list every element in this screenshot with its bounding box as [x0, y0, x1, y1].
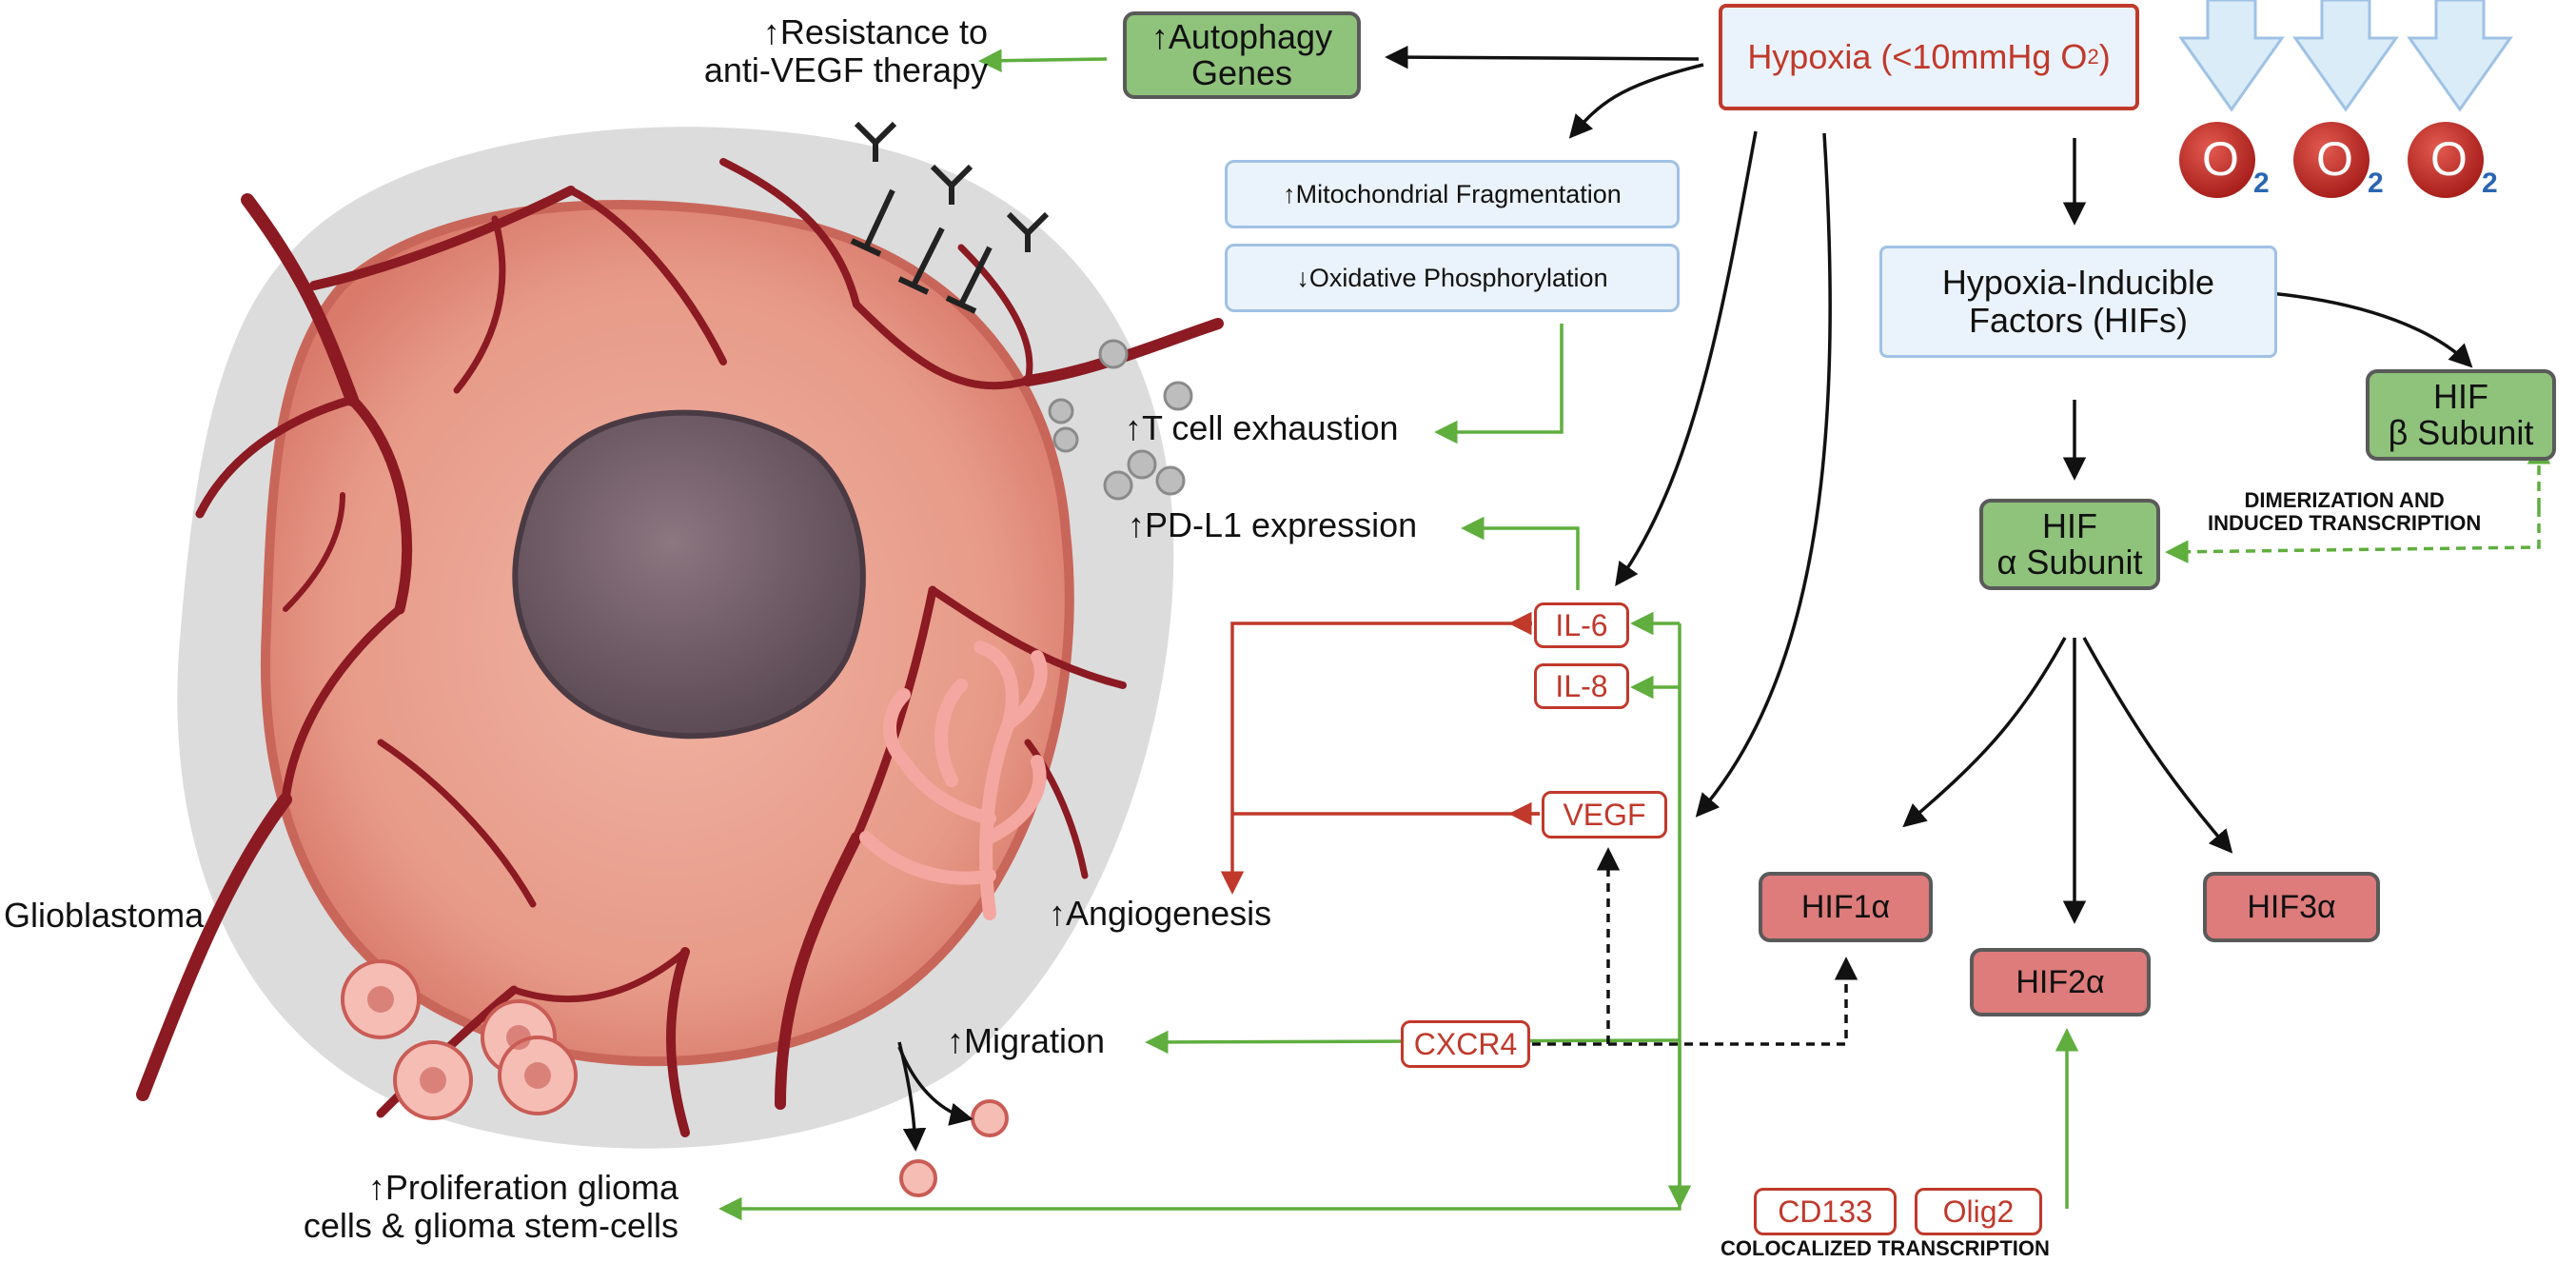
o2-subscript-2: 2 [2368, 168, 2384, 199]
t-cell-icon [1048, 339, 1193, 501]
o2-letter-2: O [2316, 132, 2353, 186]
red-arrows [1220, 611, 1540, 895]
hif-beta-box: HIF β Subunit [2366, 369, 2556, 461]
antibody-icon [850, 121, 1050, 314]
cxcr4-box: CXCR4 [1401, 1020, 1530, 1068]
oxphos-box: ↓Oxidative Phosphorylation [1225, 244, 1680, 312]
o2-sub-1: 2 [2253, 168, 2270, 199]
hif2-box: HIF2α [1970, 948, 2151, 1016]
olig2-box: Olig2 [1915, 1188, 2042, 1235]
o2-label-2: O [2316, 133, 2353, 186]
o2-letter-1: O [2202, 132, 2239, 186]
il6-box: IL-6 [1534, 602, 1629, 648]
black-arrows [897, 45, 2473, 1152]
dashed-black-lines [1532, 847, 1858, 1046]
il8-box: IL-8 [1534, 663, 1629, 709]
o2-subscript-1: 2 [2253, 168, 2270, 199]
hypoxia-close: ) [2098, 37, 2111, 76]
o2-molecule-icon [2179, 122, 2484, 198]
hif-alpha-box: HIF α Subunit [1979, 499, 2160, 590]
hifs-box: Hypoxia-Inducible Factors (HIFs) [1879, 246, 2277, 358]
hif3-box: HIF3α [2203, 872, 2380, 942]
mito-box: ↑Mitochondrial Fragmentation [1225, 160, 1680, 228]
resistance-label: ↑Resistance to anti-VEGF therapy [703, 12, 988, 89]
dimerization-arrows [2165, 507, 2541, 563]
colocalized-transcription-label: COLOCALIZED TRANSCRIPTION [1721, 1236, 2050, 1260]
down-arrow-icon [2178, 0, 2513, 112]
autophagy-box: ↑Autophagy Genes [1123, 11, 1361, 99]
dimerization-label: DIMERIZATION AND INDUCED TRANSCRIPTION [2208, 488, 2482, 536]
o2-letter-3: O [2430, 132, 2468, 186]
hypoxia-label: Hypoxia (<10mmHg O [1747, 37, 2088, 76]
o2-sub-2: 2 [2368, 168, 2384, 199]
vegf-box: VEGF [1542, 791, 1667, 839]
o2-label-1: O [2202, 133, 2239, 186]
o2-subscript-3: 2 [2482, 168, 2498, 199]
proliferation-label: ↑Proliferation glioma cells & glioma ste… [303, 1168, 678, 1245]
migration-label: ↑Migration [947, 1021, 1106, 1060]
o2-sub-3: 2 [2482, 168, 2498, 199]
o2-label-3: O [2430, 133, 2468, 186]
angiogenic-sprouts [859, 641, 1048, 920]
tcell-exhaustion-label: ↑T cell exhaustion [1125, 408, 1399, 447]
hif1-box: HIF1α [1759, 872, 1933, 942]
cd133-box: CD133 [1754, 1188, 1897, 1235]
pdl1-expression-label: ↑PD-L1 expression [1128, 505, 1418, 544]
tumor-nucleus [512, 409, 866, 740]
glioblastoma-label: Glioblastoma [4, 896, 205, 935]
hypoxia-subscript: 2 [2087, 45, 2099, 69]
angiogenesis-label: ↑Angiogenesis [1049, 894, 1272, 933]
